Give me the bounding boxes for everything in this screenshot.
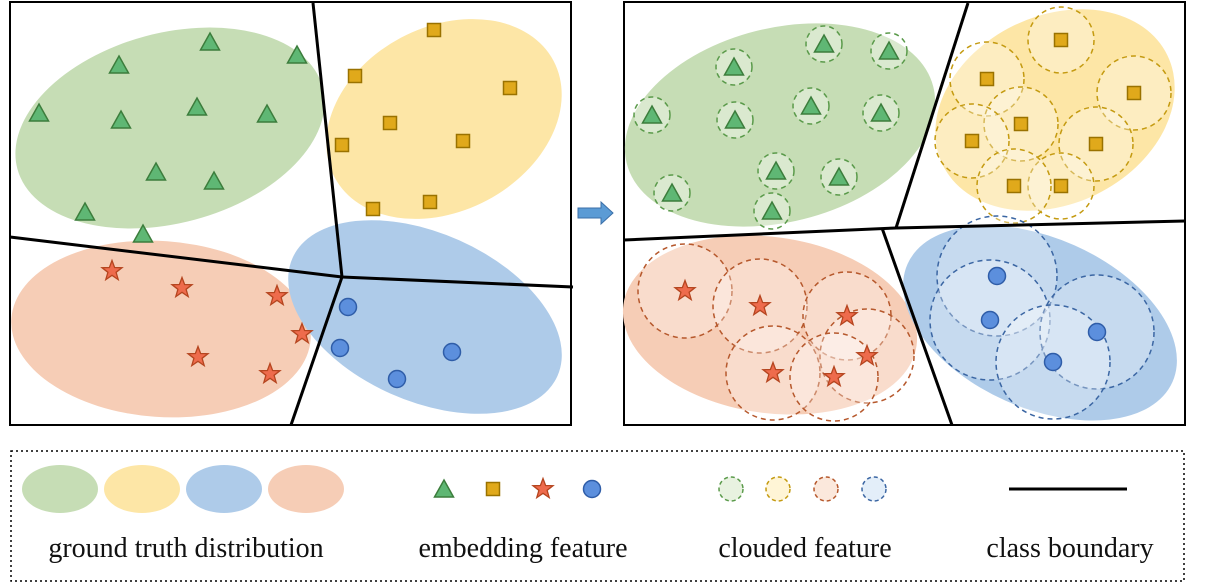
class-boundary-line — [289, 276, 344, 426]
yellow-clouded-icon — [765, 476, 791, 502]
blue-region-swatch — [186, 465, 262, 513]
square-icon — [382, 115, 398, 131]
right-arrow-shape — [577, 200, 614, 226]
legend: ground truth distribution embedding feat… — [10, 450, 1185, 582]
green-distribution-region — [15, 27, 325, 229]
green-region-swatch — [22, 465, 98, 513]
circle-icon — [442, 342, 462, 362]
circle-icon — [582, 479, 602, 499]
legend-clouded-icons — [718, 476, 887, 502]
left-panel — [9, 1, 574, 426]
legend-ground-truth-swatches — [22, 465, 344, 513]
orange-clouded-icon — [813, 476, 839, 502]
square-icon — [964, 133, 980, 149]
orange-distribution-region — [11, 240, 311, 418]
ground-truth-label: ground truth distribution — [48, 533, 323, 564]
class-boundary-line — [880, 227, 954, 426]
yellow-region-swatch — [104, 465, 180, 513]
square-icon — [365, 201, 381, 217]
square-icon — [979, 71, 995, 87]
square-icon — [1013, 116, 1029, 132]
right-class-boundaries — [623, 2, 1186, 426]
class-boundary-line — [894, 2, 970, 229]
class-boundary-label: class boundary — [986, 533, 1153, 564]
blue-clouded-icon — [861, 476, 887, 502]
square-icon — [485, 481, 501, 497]
blue-distribution-region — [288, 220, 562, 414]
class-boundary-line — [311, 2, 344, 278]
yellow-distribution-region — [326, 19, 562, 219]
square-icon — [426, 22, 442, 38]
square-icon — [1053, 178, 1069, 194]
class-boundary-line — [341, 275, 574, 289]
green-clouded-icon — [718, 476, 744, 502]
square-icon — [334, 137, 350, 153]
square-icon — [1053, 32, 1069, 48]
square-icon — [347, 68, 363, 84]
right-arrow-icon — [577, 200, 614, 226]
orange-distribution-region — [622, 235, 918, 415]
clouded-feature-label: clouded feature — [718, 533, 891, 564]
class-boundary-line — [895, 219, 1186, 230]
circle-icon — [387, 369, 407, 389]
right-panel — [622, 1, 1186, 426]
square-icon — [1006, 178, 1022, 194]
left-class-boundaries — [9, 2, 574, 426]
class-boundary-line — [9, 235, 343, 279]
orange-region-swatch — [268, 465, 344, 513]
circle-icon — [987, 266, 1007, 286]
circle-icon — [1087, 322, 1107, 342]
embedding-feature-label: embedding feature — [418, 533, 627, 564]
circle-icon — [330, 338, 350, 358]
square-icon — [502, 80, 518, 96]
square-icon — [422, 194, 438, 210]
square-icon — [1126, 85, 1142, 101]
circle-icon — [338, 297, 358, 317]
square-icon — [455, 133, 471, 149]
square-icon — [1088, 136, 1104, 152]
class-boundary-line — [623, 226, 897, 242]
circle-icon — [1043, 352, 1063, 372]
circle-icon — [980, 310, 1000, 330]
